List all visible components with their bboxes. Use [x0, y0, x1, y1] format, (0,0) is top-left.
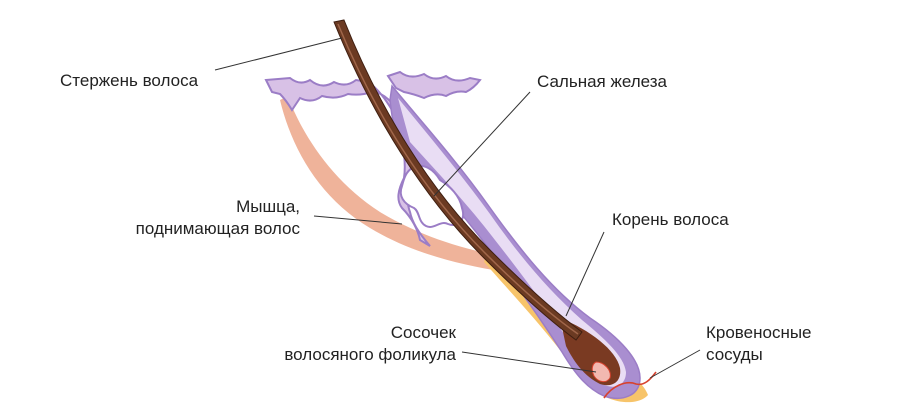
- leader-papilla: [461, 351, 597, 373]
- leader-gland: [433, 91, 531, 197]
- leader-lines: [214, 37, 701, 379]
- label-papilla: Сосочек волосяного фоликула: [262, 322, 456, 366]
- leader-root: [565, 231, 605, 317]
- label-hair-shaft: Стержень волоса: [60, 70, 198, 92]
- hair-shaft: [333, 19, 583, 341]
- label-arrector-muscle-line2: поднимающая волос: [135, 219, 300, 238]
- label-arrector-muscle-line1: Мышца,: [236, 197, 300, 216]
- label-papilla-line2: волосяного фоликула: [284, 345, 456, 364]
- label-sebaceous-gland-text: Сальная железа: [537, 72, 667, 91]
- leader-vessels: [649, 349, 701, 379]
- blood-vessel: [603, 371, 657, 399]
- label-arrector-muscle: Мышца, поднимающая волос: [110, 196, 300, 240]
- inner-root-sheath: [398, 98, 626, 387]
- leader-shaft: [214, 37, 343, 71]
- label-sebaceous-gland: Сальная железа: [537, 71, 667, 93]
- leader-muscle: [313, 215, 403, 225]
- skin-surface-right: [386, 70, 482, 100]
- label-papilla-line1: Сосочек: [390, 323, 456, 342]
- label-hair-root-text: Корень волоса: [612, 210, 729, 229]
- label-hair-shaft-text: Стержень волоса: [60, 71, 199, 90]
- label-blood-vessels-line2: сосуды: [706, 345, 763, 364]
- skin-surface-left: [264, 76, 431, 247]
- label-blood-vessels: Кровеносные сосуды: [706, 322, 812, 366]
- label-blood-vessels-line1: Кровеносные: [706, 323, 812, 342]
- dermal-papilla: [591, 361, 611, 383]
- label-hair-root: Корень волоса: [612, 209, 729, 231]
- hair-shaft-highlight: [337, 23, 579, 335]
